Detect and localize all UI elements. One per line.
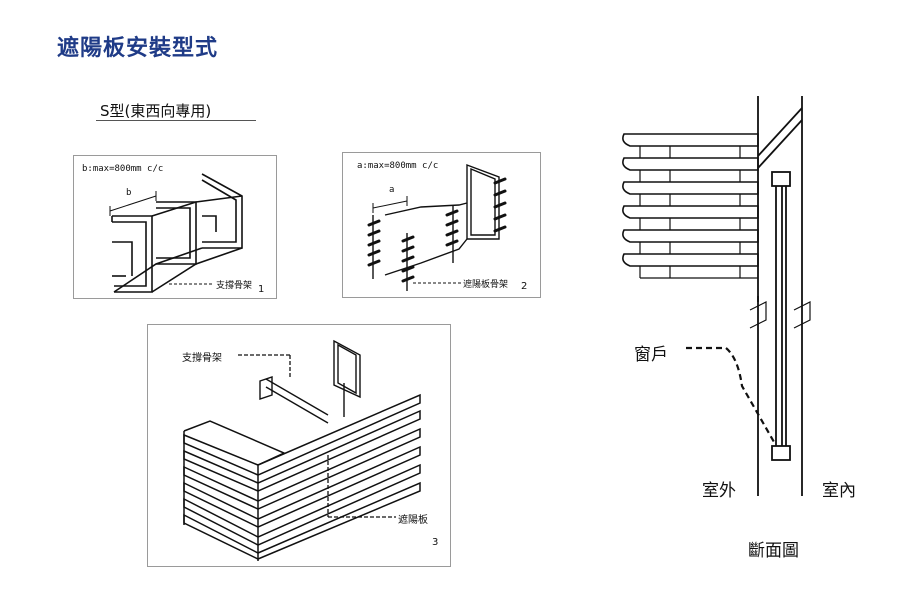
inside-label: 室內	[822, 481, 856, 501]
dimension-letter: a	[389, 185, 395, 195]
section-drawing	[622, 96, 811, 496]
callout-label-bottom: 遮陽板	[398, 515, 428, 526]
subtitle: S型(東西向專用)	[100, 102, 212, 120]
section-caption: 斷面圖	[748, 541, 799, 561]
louver-frame-drawing	[367, 163, 507, 291]
callout-label: 支撐骨架	[216, 281, 253, 291]
page-title: 遮陽板安裝型式	[57, 36, 219, 61]
window-label: 窗戶	[634, 345, 668, 365]
diagram-panel-1: b:max=800mm c/c b 支撐骨架 1	[73, 155, 277, 299]
outside-label: 室外	[702, 481, 736, 501]
assembled-louver-drawing	[183, 339, 421, 561]
subtitle-underline	[96, 120, 256, 121]
panel-number: 1	[258, 284, 265, 295]
dimension-text: b:max=800mm c/c	[82, 164, 164, 174]
panel-number: 3	[432, 537, 439, 548]
callout-label-top: 支撐骨架	[182, 353, 222, 364]
callout-label: 遮陽板骨架	[463, 280, 509, 290]
support-frame-drawing	[109, 173, 243, 293]
diagram-panel-2: a:max=800mm c/c a 遮陽板骨架 2	[342, 152, 541, 298]
dimension-letter: b	[126, 188, 132, 198]
diagram-panel-3: 支撐骨架 遮陽板 3	[147, 324, 451, 567]
panel-number: 2	[521, 281, 528, 292]
dimension-text: a:max=800mm c/c	[357, 161, 439, 171]
